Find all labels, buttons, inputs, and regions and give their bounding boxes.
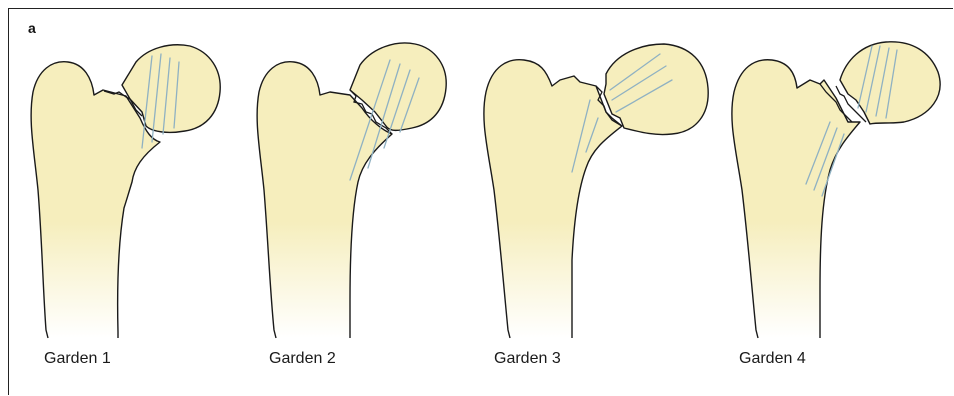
femur-garden-1 <box>31 45 220 338</box>
femur-garden-4 <box>732 42 940 338</box>
femur-body <box>484 60 622 338</box>
femur-body <box>732 60 860 338</box>
caption-garden-2: Garden 2 <box>269 350 336 368</box>
caption-garden-4: Garden 4 <box>739 350 806 368</box>
caption-garden-3: Garden 3 <box>494 350 561 368</box>
femur-garden-3 <box>484 44 708 338</box>
femur-garden-2 <box>257 43 446 338</box>
caption-garden-1: Garden 1 <box>44 350 111 368</box>
